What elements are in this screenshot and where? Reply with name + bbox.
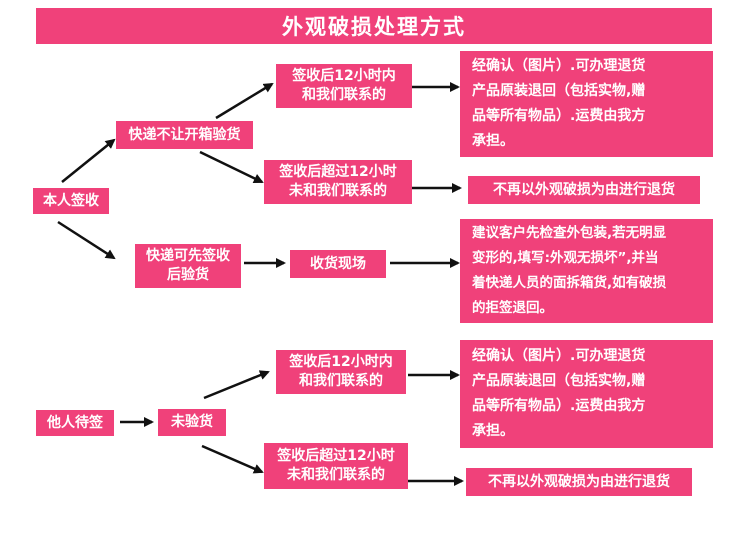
node-no-open-inspection: 快递不让开箱验货 [116, 121, 253, 149]
page-title: 外观破损处理方式 [36, 8, 712, 44]
arrow-a-to-after [199, 150, 264, 184]
node-delivery-site: 收货现场 [290, 250, 386, 278]
node-after-12h-2: 签收后超过12小时 未和我们联系的 [264, 443, 408, 489]
result-return-approved: 经确认（图片）.可办理退货 产品原装退回（包括实物,赠 品等所有物品）.运费由我… [460, 51, 713, 157]
advice-inspect-package: 建议客户先检查外包装,若无明显 变形的,填写:外观无损坏”,并当 着快递人员的面… [460, 219, 713, 323]
result-no-return: 不再以外观破损为由进行退货 [468, 176, 700, 204]
result-no-return-2: 不再以外观破损为由进行退货 [466, 468, 692, 496]
node-sign-then-inspect: 快递可先签收 后验货 [135, 244, 241, 288]
node-other-sign: 他人待签 [36, 410, 114, 436]
arrow-step2-to-within [203, 370, 270, 400]
result-return-approved-2: 经确认（图片）.可办理退货 产品原装退回（包括实物,赠 品等所有物品）.运费由我… [460, 340, 713, 448]
node-self-sign: 本人签收 [33, 188, 109, 214]
arrow-root-to-branch-a [61, 138, 116, 183]
arrow-step2-to-after [201, 444, 264, 474]
node-within-12h-2: 签收后12小时内 和我们联系的 [276, 350, 406, 394]
node-within-12h: 签收后12小时内 和我们联系的 [276, 64, 412, 108]
node-not-inspected: 未验货 [158, 409, 226, 436]
node-after-12h: 签收后超过12小时 未和我们联系的 [264, 160, 412, 204]
arrow-root-to-branch-b [57, 220, 116, 260]
arrow-a-to-within [215, 82, 274, 120]
